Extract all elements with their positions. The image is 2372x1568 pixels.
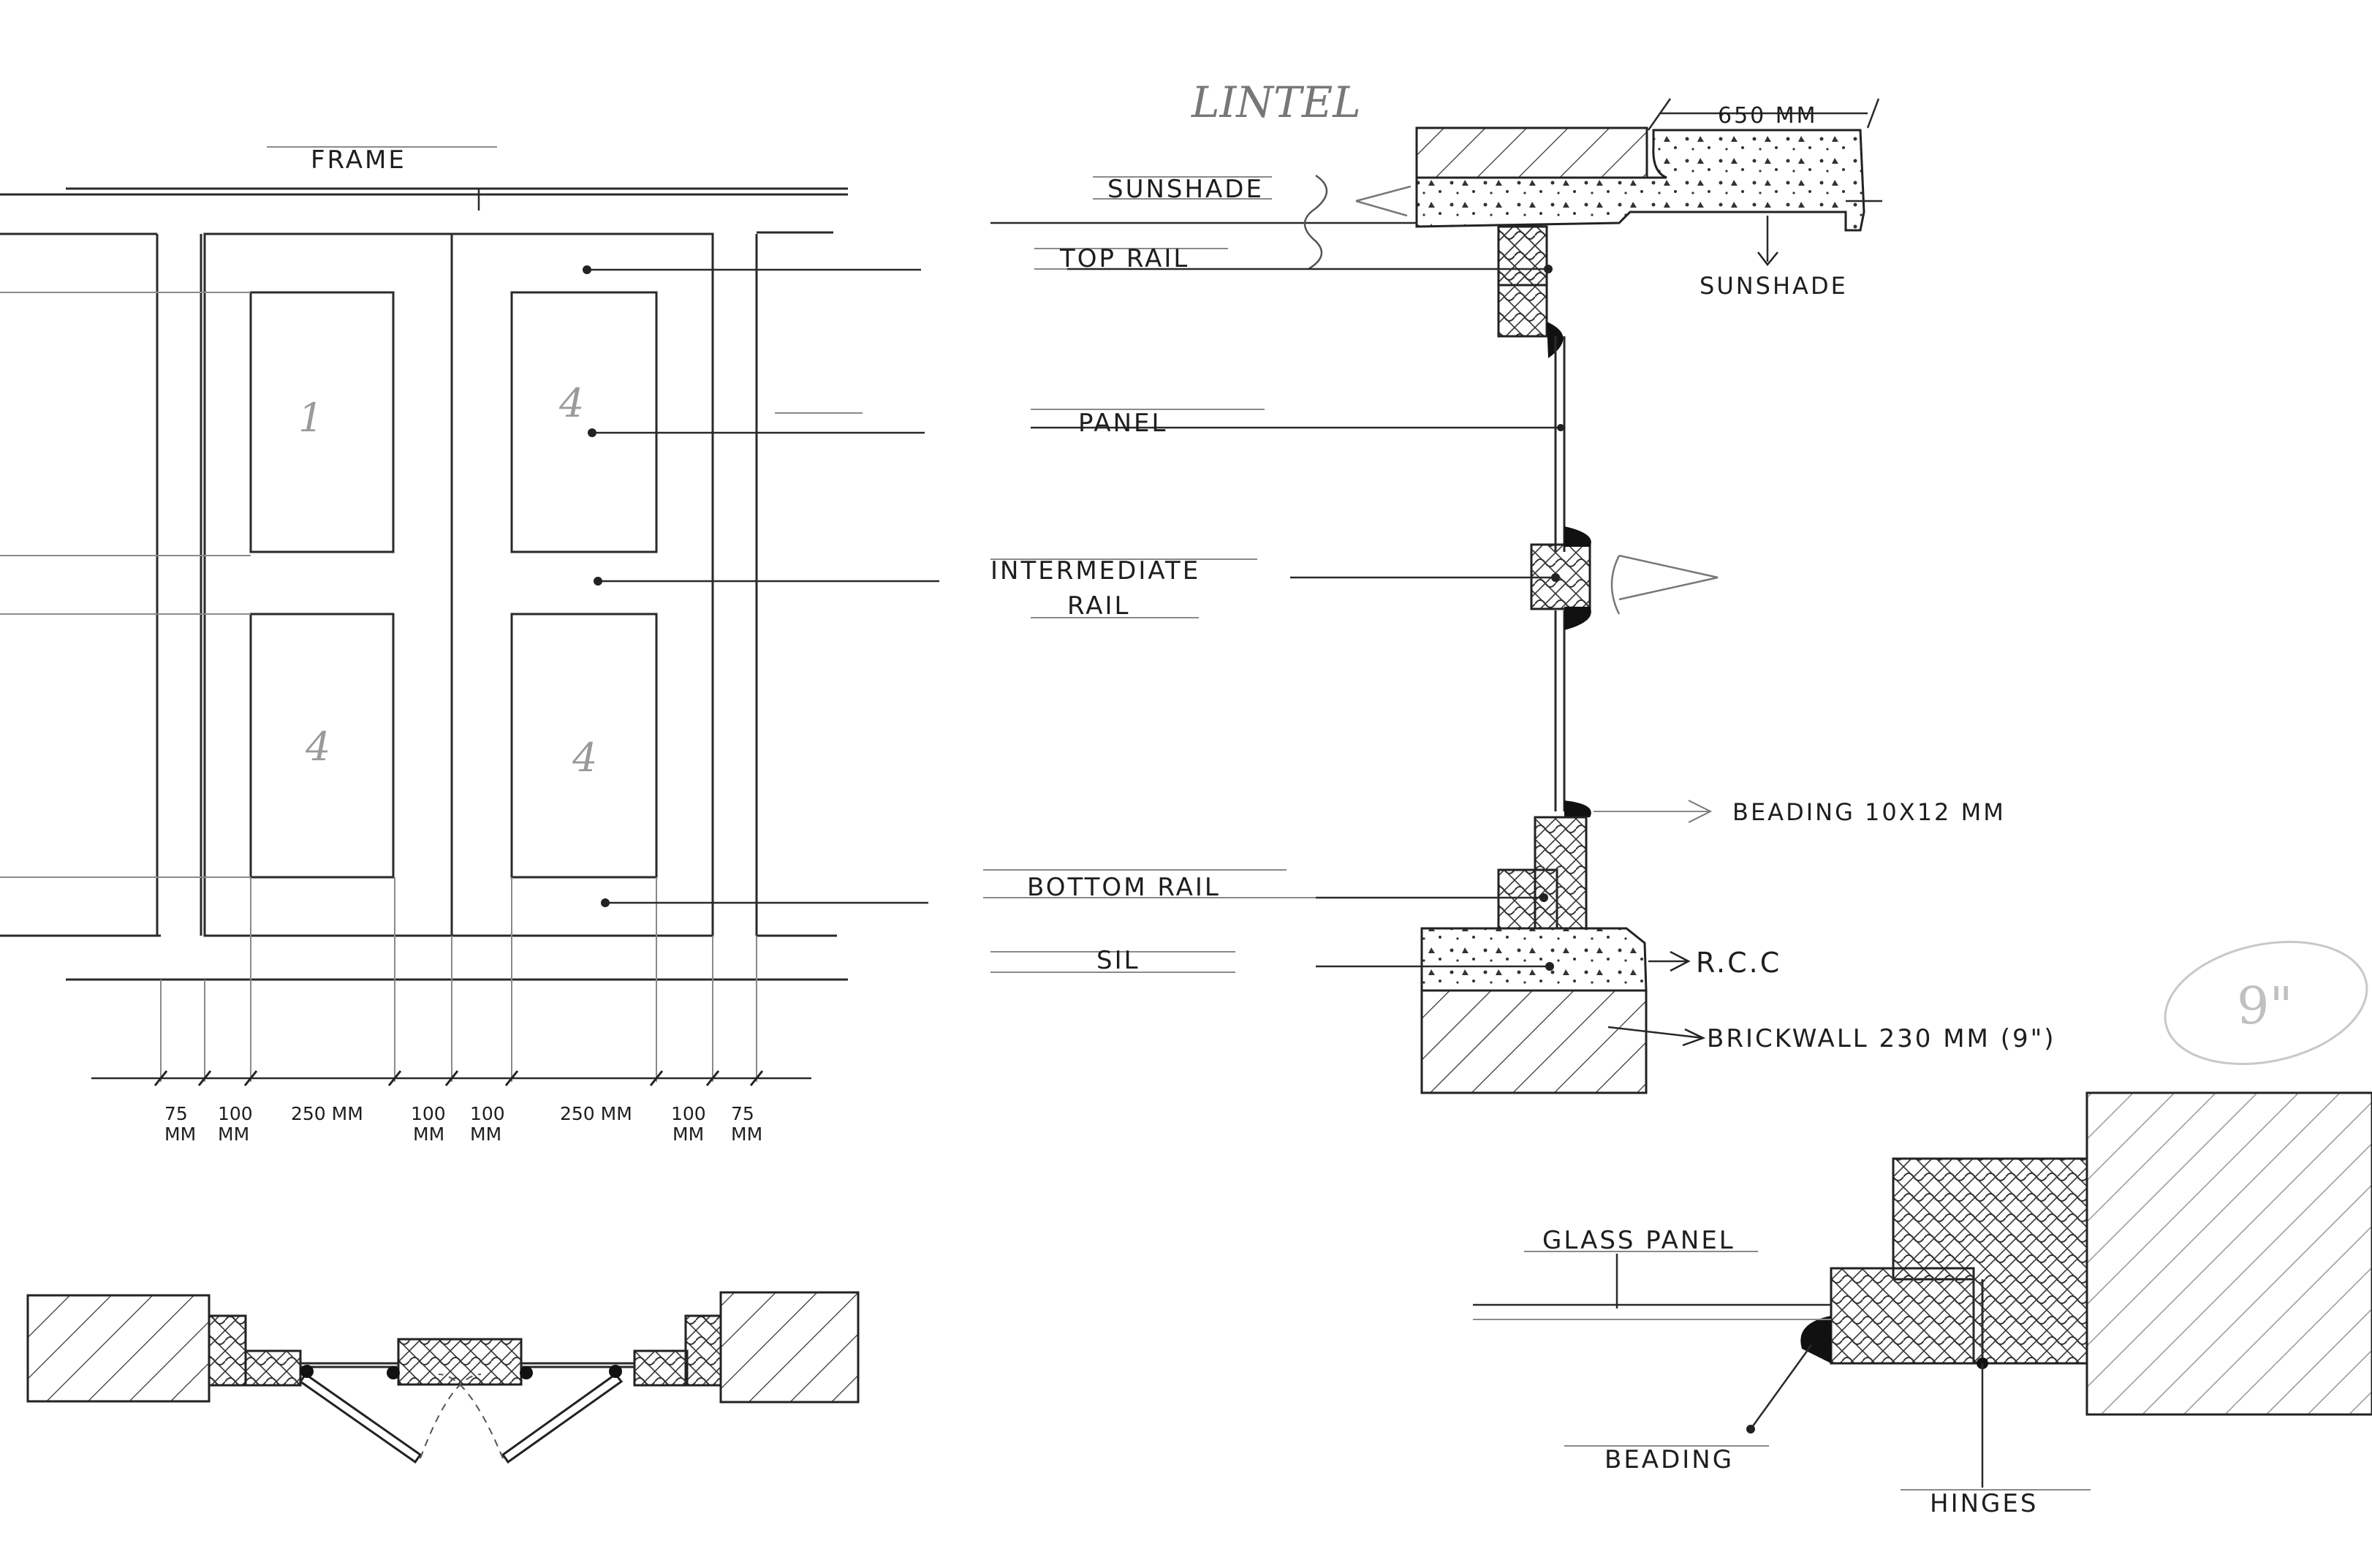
circled-note-text: 9" <box>2237 976 2293 1036</box>
dim-250-left: 250 MM <box>291 1103 363 1124</box>
dim-250-right: 250 MM <box>560 1103 632 1124</box>
dim-100-d-unit: MM <box>672 1124 704 1145</box>
bottom-rail-label: BOTTOM RAIL <box>1027 873 1221 902</box>
section-label-lines <box>983 176 1316 973</box>
panel-mark-4: 4 <box>572 735 597 781</box>
sunshade-label-right: SUNSHADE <box>1700 272 1848 300</box>
sill-label: SIL <box>1096 946 1140 975</box>
door-section <box>990 98 1882 1094</box>
dim-100-a: 100 <box>218 1103 253 1124</box>
panel-top-right <box>510 291 658 553</box>
panel-label: PANEL <box>1078 409 1167 438</box>
hinge-detail <box>1473 1091 2372 1491</box>
dim-100-b-unit: MM <box>413 1124 444 1145</box>
dim-100-b: 100 <box>411 1103 446 1124</box>
panel-mark-3: 4 <box>305 724 330 770</box>
dim-100-c-unit: MM <box>470 1124 501 1145</box>
panel-bottom-left <box>249 613 395 879</box>
panel-top-left <box>249 291 395 553</box>
panel-mark-2: 4 <box>558 380 584 426</box>
hinges-label: HINGES <box>1930 1489 2038 1518</box>
door-elevation <box>0 146 939 1082</box>
dim-75-right-unit: MM <box>731 1124 762 1145</box>
brickwall-label: BRICKWALL 230 MM (9") <box>1707 1024 2056 1053</box>
dim-75-left-unit: MM <box>164 1124 196 1145</box>
dim-100-d: 100 <box>671 1103 706 1124</box>
top-rail-label: TOP RAIL <box>1059 244 1189 273</box>
beading-label: BEADING <box>1604 1445 1734 1474</box>
dim-100-c: 100 <box>470 1103 505 1124</box>
intermediate-rail-label-2: RAIL <box>1067 591 1130 621</box>
dimension-line <box>91 1070 811 1086</box>
sunshade-label-left: SUNSHADE <box>1107 175 1264 204</box>
dim-75-left: 75 <box>164 1103 188 1124</box>
panel-mark-1: 1 <box>298 395 323 441</box>
lintel-label: LINTEL <box>1191 77 1361 127</box>
panel-bottom-right <box>510 613 658 879</box>
door-plan <box>26 1291 860 1464</box>
dim-75-right: 75 <box>731 1103 754 1124</box>
intermediate-rail-label-1: INTERMEDIATE <box>990 556 1200 586</box>
rcc-label: R.C.C <box>1696 947 1781 979</box>
beading-size-label: BEADING 10X12 MM <box>1732 798 2006 826</box>
glass-panel-label: GLASS PANEL <box>1542 1226 1735 1255</box>
overhang-dimension: 650 MM <box>1718 103 1818 129</box>
frame-label: FRAME <box>311 145 406 175</box>
dim-100-a-unit: MM <box>218 1124 249 1145</box>
circled-note <box>2164 941 2368 1065</box>
